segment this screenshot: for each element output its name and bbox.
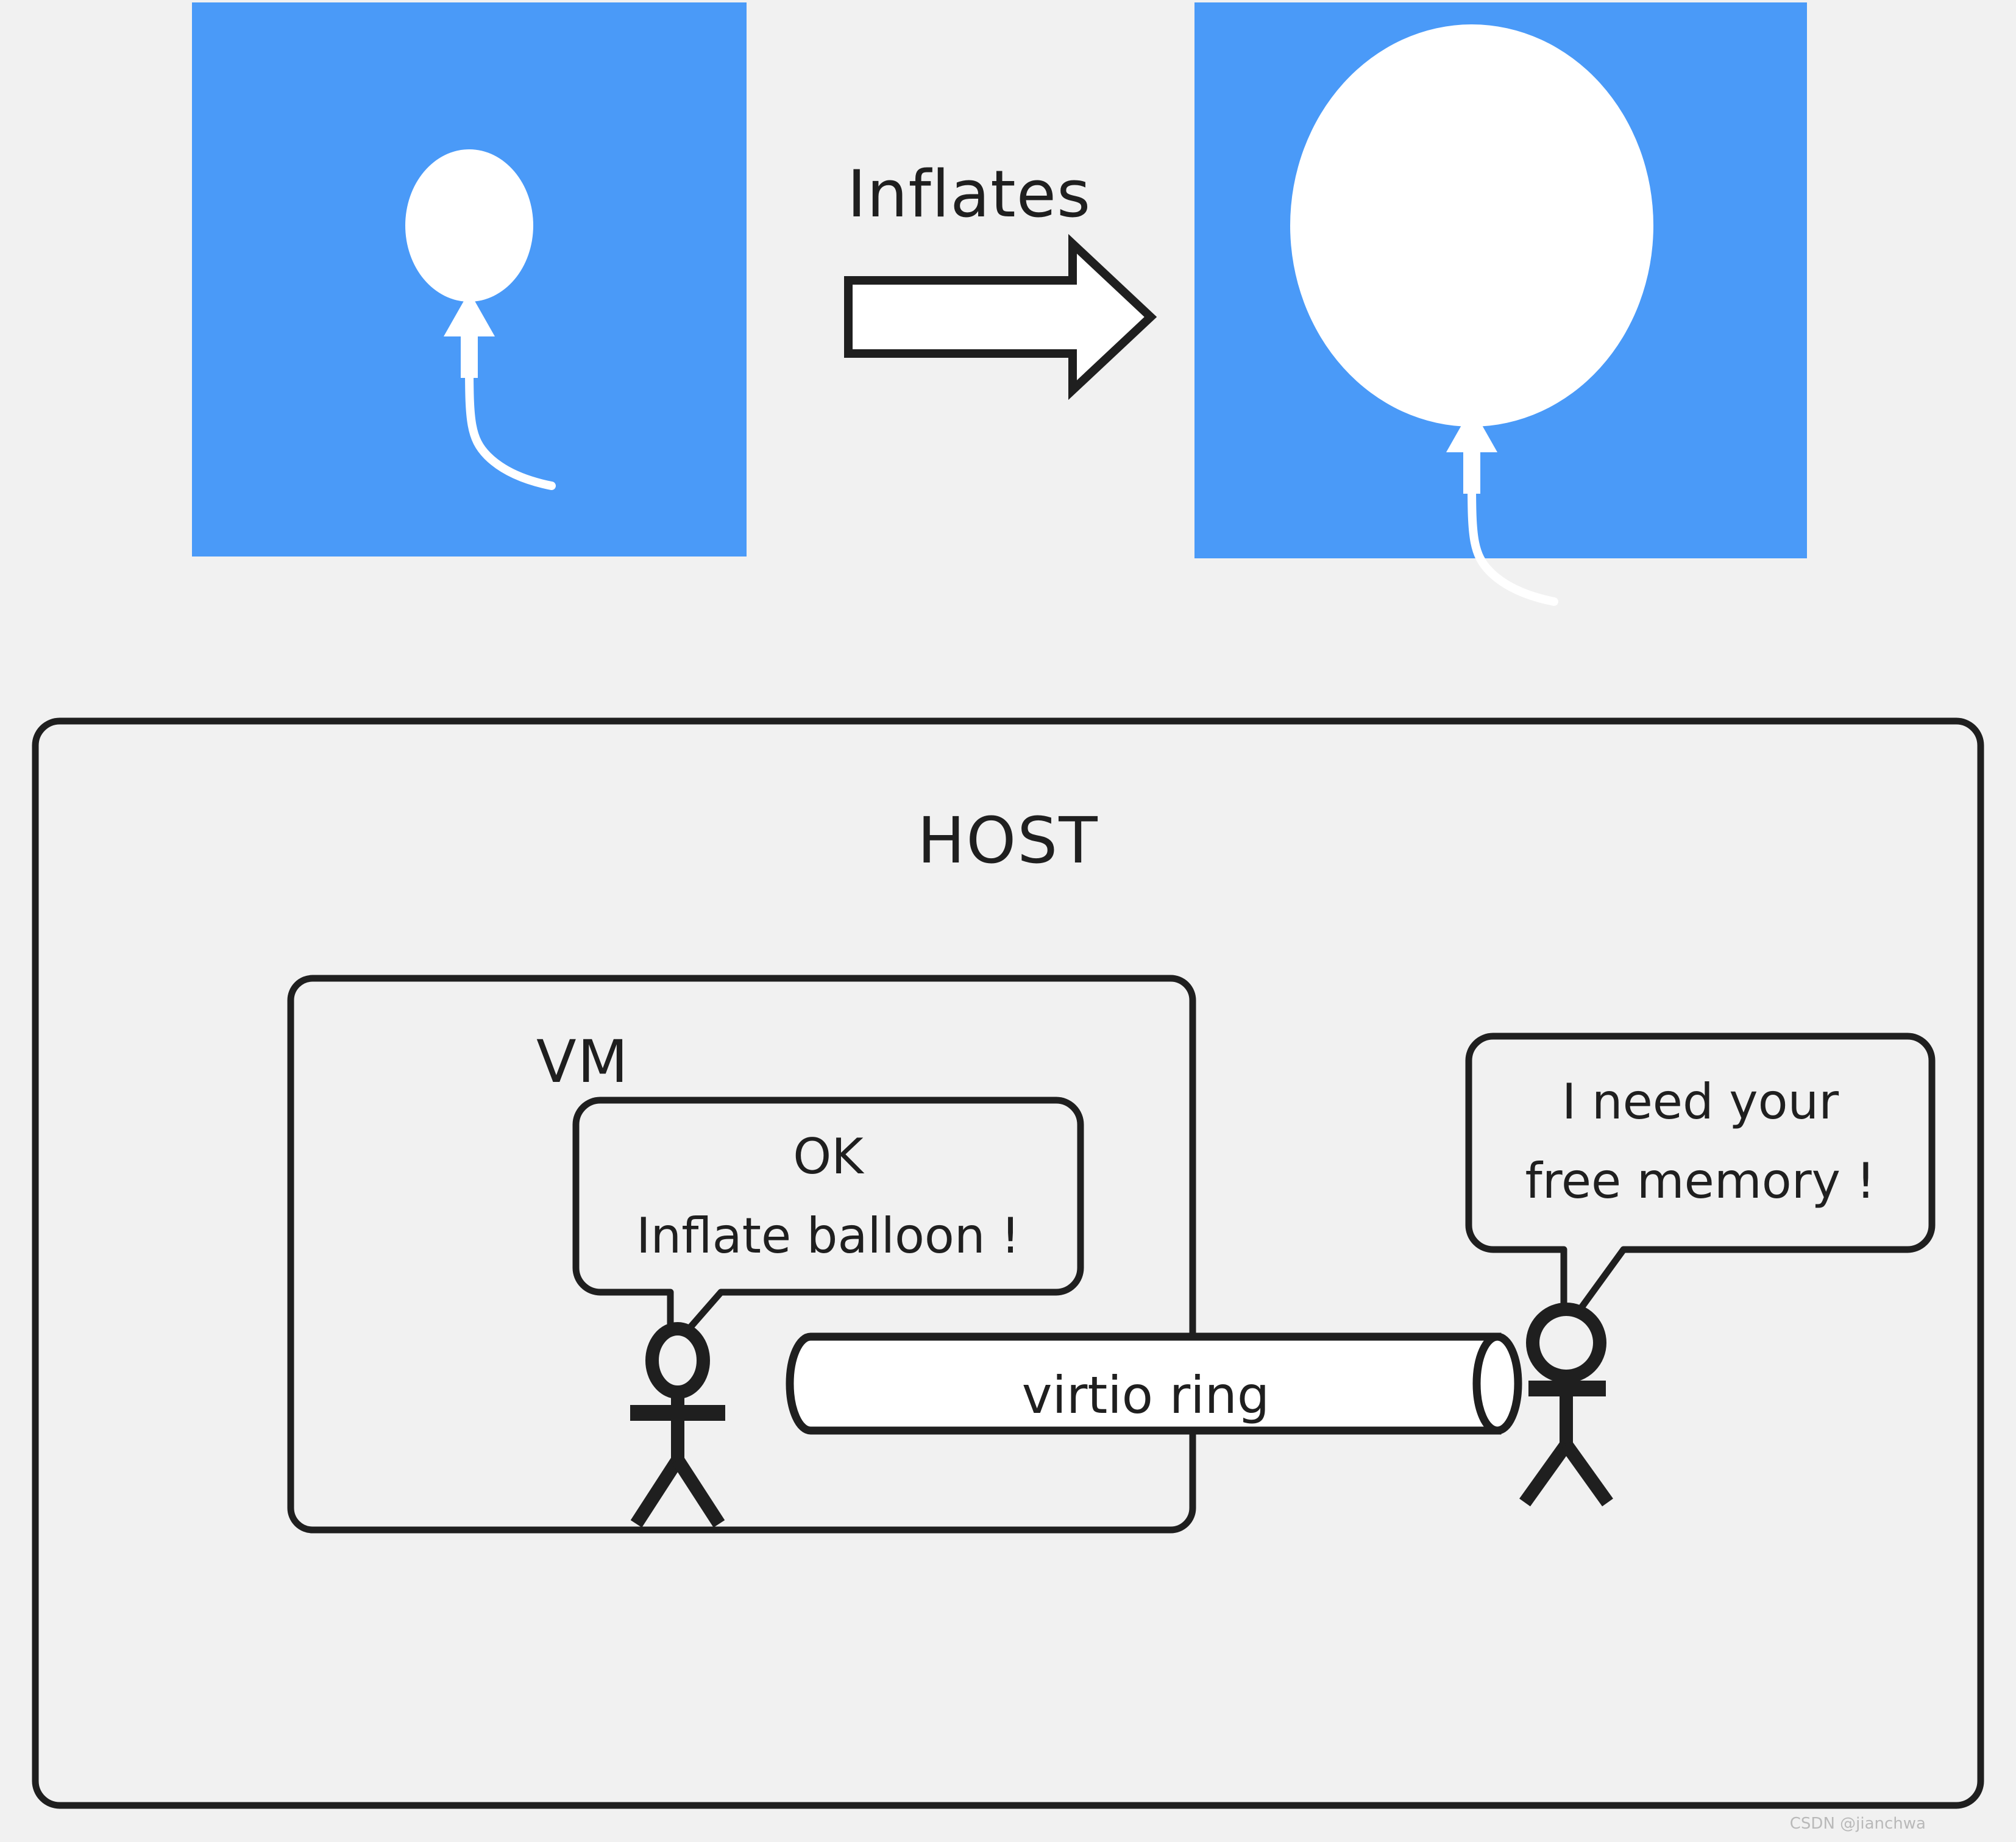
watermark-label: CSDN @jianchwa [1790,1815,1926,1833]
deflated-balloon-panel [192,2,747,557]
large-balloon-string-icon [1468,477,1558,606]
vm-speech-line-1: OK [793,1128,865,1185]
host-stick-figure-right-leg [1561,1440,1613,1507]
host-speech-line-2: free memory ! [1525,1153,1876,1209]
vm-speech-bubble-shape [572,1097,1084,1354]
inflates-label: Inflates [847,157,1091,232]
vm-stick-figure [630,1322,725,1527]
vm-speech-bubble: OK Inflate balloon ! [572,1097,1084,1354]
host-speech-bubble-shape [1465,1033,1936,1335]
inflated-balloon-panel [1194,2,1807,606]
host-stick-figure [1519,1303,1613,1507]
vm-boundary-box [287,975,1196,1534]
vm-label: VM [536,1028,630,1096]
host-speech-bubble: I need your free memory ! [1465,1033,1936,1335]
small-balloon-icon [405,149,533,302]
vm-stick-figure-head-icon [645,1322,710,1399]
inflates-transition: Inflates [844,157,1157,400]
large-balloon-icon [1290,24,1653,427]
vm-stick-figure-left-leg [630,1456,684,1527]
host-stick-figure-head-icon [1526,1303,1606,1383]
virtio-ring-label: virtio ring [1022,1365,1269,1425]
small-balloon-string-icon [465,361,556,490]
large-balloon-knot-icon [1446,407,1497,494]
host-label: HOST [917,803,1099,878]
virtio-ring-cylinder: virtio ring [786,1332,1522,1435]
host-speech-line-1: I need your [1562,1073,1839,1130]
small-balloon-knot-icon [444,291,495,378]
host-boundary-box [32,717,1984,1809]
vm-stick-figure-right-leg [672,1456,725,1527]
virtio-ring-end-cap [1472,1332,1522,1435]
vm-speech-line-2: Inflate balloon ! [636,1207,1020,1264]
virtio-ring-body [786,1332,1502,1435]
right-arrow-icon [844,233,1157,400]
host-stick-figure-left-leg [1519,1440,1572,1507]
